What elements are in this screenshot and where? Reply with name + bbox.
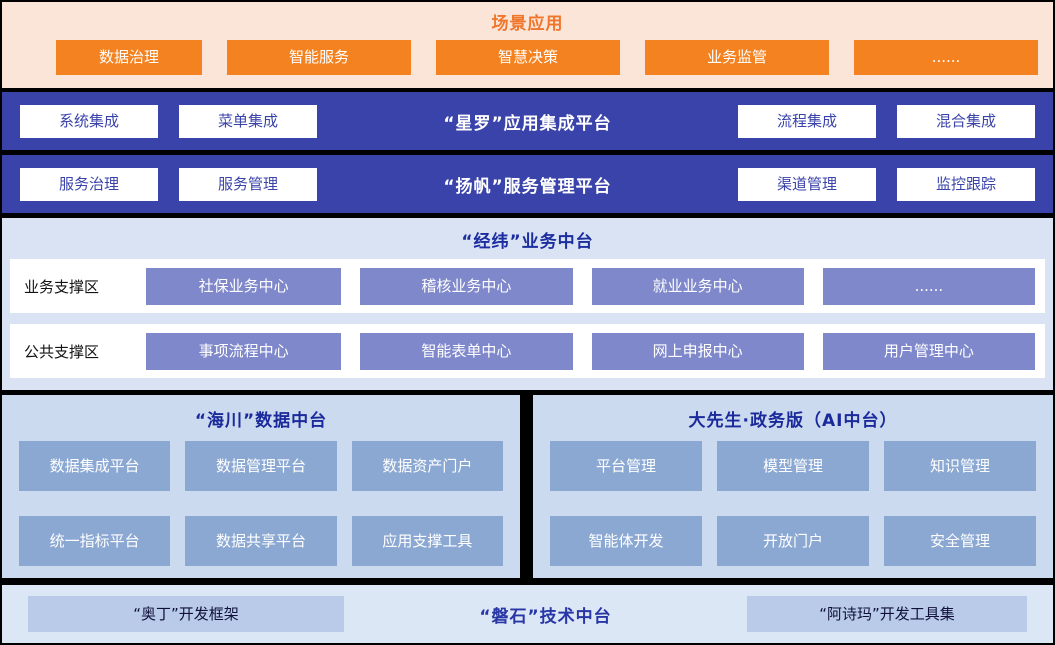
- haichuan-block-data-sharing: 数据共享平台: [185, 516, 337, 566]
- haichuan-block-app-support-tools: 应用支撑工具: [351, 516, 503, 566]
- ai-platform-grid: 平台管理 模型管理 知识管理 智能体开发 开放门户 安全管理: [533, 431, 1053, 566]
- xingluo-block-system-integration: 系统集成: [20, 104, 158, 138]
- ai-platform-section: 大先生·政务版（AI中台） 平台管理 模型管理 知识管理 智能体开发 开放门户 …: [533, 395, 1053, 578]
- ai-block-open-portal: 开放门户: [717, 516, 869, 566]
- haichuan-block-data-management: 数据管理平台: [185, 441, 337, 491]
- scene-block-smart-decision: 智慧决策: [436, 40, 620, 75]
- haichuan-grid: 数据集成平台 数据管理平台 数据资产门户 统一指标平台 数据共享平台 应用支撑工…: [2, 431, 520, 566]
- ai-block-security-management: 安全管理: [884, 516, 1036, 566]
- jingwei-block-more: ......: [822, 267, 1036, 305]
- jingwei-business-support-row: 业务支撑区 社保业务中心 稽核业务中心 就业业务中心 ......: [10, 259, 1045, 313]
- yangfan-block-service-governance: 服务治理: [20, 167, 158, 201]
- scene-apps-title: 场景应用: [491, 14, 564, 34]
- haichuan-block-data-integration: 数据集成平台: [19, 441, 171, 491]
- yangfan-title: “扬帆”服务管理平台: [443, 176, 612, 197]
- scene-block-business-supervision: 业务监管: [645, 40, 829, 75]
- xingluo-block-menu-integration: 菜单集成: [179, 104, 317, 138]
- jingwei-row-label-business: 业务支撑区: [24, 277, 100, 296]
- haichuan-data-section: “海川”数据中台 数据集成平台 数据管理平台 数据资产门户 统一指标平台 数据共…: [2, 395, 520, 578]
- jingwei-block-audit-center: 稽核业务中心: [360, 267, 573, 305]
- panshi-title: “磐石”技术中台: [479, 606, 612, 627]
- xingluo-block-process-integration: 流程集成: [738, 104, 876, 138]
- scene-block-smart-service: 智能服务: [227, 40, 411, 75]
- ai-platform-title: 大先生·政务版（AI中台）: [688, 411, 898, 431]
- scene-block-data-governance: 数据治理: [56, 40, 202, 75]
- jingwei-business-section: “经纬”业务中台 业务支撑区 社保业务中心 稽核业务中心 就业业务中心 ....…: [2, 218, 1053, 390]
- xingluo-title: “星罗”应用集成平台: [443, 113, 612, 134]
- jingwei-block-smart-form-center: 智能表单中心: [360, 332, 573, 370]
- scene-block-more: ......: [854, 40, 1038, 75]
- yangfan-block-monitor-tracking: 监控跟踪: [897, 167, 1035, 201]
- ai-block-platform-management: 平台管理: [550, 441, 702, 491]
- panshi-tech-section: “奥丁”开发框架 “磐石”技术中台 “阿诗玛”开发工具集: [2, 585, 1053, 643]
- xingluo-block-hybrid-integration: 混合集成: [897, 104, 1035, 138]
- xingluo-integration-bar: 系统集成 菜单集成 “星罗”应用集成平台 流程集成 混合集成: [2, 92, 1053, 150]
- jingwei-public-support-row: 公共支撑区 事项流程中心 智能表单中心 网上申报中心 用户管理中心: [10, 324, 1045, 378]
- scene-apps-section: 场景应用 数据治理 智能服务 智慧决策 业务监管 ......: [2, 2, 1053, 88]
- ai-block-knowledge-management: 知识管理: [884, 441, 1036, 491]
- jingwei-block-online-declaration-center: 网上申报中心: [591, 332, 804, 370]
- yangfan-block-channel-management: 渠道管理: [738, 167, 876, 201]
- yangfan-service-bar: 服务治理 服务管理 “扬帆”服务管理平台 渠道管理 监控跟踪: [2, 155, 1053, 213]
- haichuan-block-data-asset-portal: 数据资产门户: [351, 441, 503, 491]
- jingwei-block-user-management-center: 用户管理中心: [822, 332, 1036, 370]
- panshi-block-ashima-dev-toolset: “阿诗玛”开发工具集: [747, 596, 1027, 632]
- scene-apps-row: 数据治理 智能服务 智慧决策 业务监管 ......: [2, 34, 1053, 75]
- jingwei-title: “经纬”业务中台: [461, 232, 594, 252]
- jingwei-row-label-public: 公共支撑区: [24, 342, 100, 361]
- jingwei-block-matter-process-center: 事项流程中心: [146, 332, 342, 370]
- ai-block-model-management: 模型管理: [717, 441, 869, 491]
- ai-block-agent-development: 智能体开发: [550, 516, 702, 566]
- jingwei-block-employment-center: 就业业务中心: [591, 267, 804, 305]
- haichuan-block-unified-indicator: 统一指标平台: [19, 516, 171, 566]
- haichuan-title: “海川”数据中台: [194, 411, 328, 431]
- panshi-block-aoding-dev-framework: “奥丁”开发框架: [28, 596, 344, 632]
- yangfan-block-service-management: 服务管理: [179, 167, 317, 201]
- jingwei-block-social-insurance-center: 社保业务中心: [146, 267, 342, 305]
